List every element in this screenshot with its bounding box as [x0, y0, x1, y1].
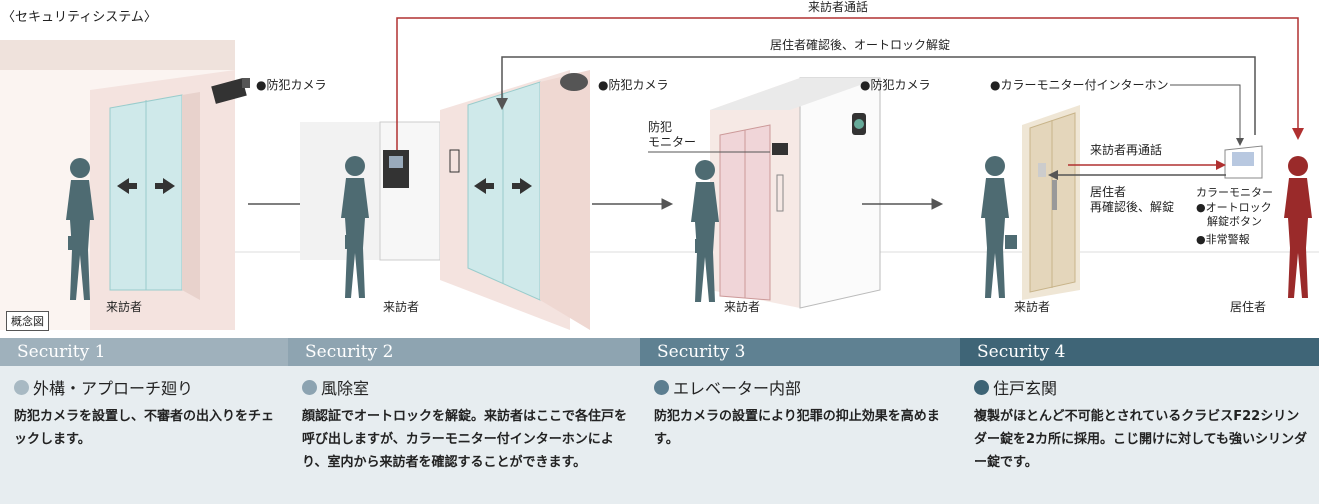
section-3: Security 3 エレベーター内部 防犯カメラの設置により犯罪の抑止効果を高… [640, 338, 960, 504]
resident-unlock-line [496, 56, 1256, 135]
visitor-call-label: 来訪者通話 [808, 0, 869, 14]
page-title: 〈セキュリティシステム〉 [2, 10, 157, 25]
section-3-heading: エレベーター内部 [654, 375, 960, 399]
section-2-text: 顔認証でオートロックを解錠。来訪者はここで各住戸を呼び出しますが、カラーモニター… [302, 409, 628, 470]
section-3-text: 防犯カメラの設置により犯罪の抑止効果を高めます。 [654, 409, 940, 447]
visitor1-label: 来訪者 [106, 300, 143, 314]
intercom-label: ●カラーモニター付インターホン [990, 78, 1169, 92]
security-monitor-label: 防犯 モニター [648, 120, 697, 149]
camera3-label: ●防犯カメラ [860, 78, 931, 92]
scene4-unit-door [1022, 105, 1080, 300]
flow-arrow-3 [862, 198, 944, 210]
color-monitor-icon [1224, 145, 1263, 179]
resident-reconfirm-label: 居住者 再確認後、解錠 [1090, 185, 1175, 214]
concept-label: 概念図 [6, 311, 49, 331]
visitor-recall-label: 来訪者再通話 [1090, 143, 1163, 157]
section-3-heading-text: エレベーター内部 [673, 379, 802, 398]
color-monitor-label: カラーモニター [1196, 186, 1273, 199]
section-2-heading: 風除室 [302, 375, 640, 399]
section-2: Security 2 風除室 顔認証でオートロックを解錠。来訪者はここで各住戸を… [288, 338, 640, 504]
flow-arrow-2 [592, 198, 674, 210]
bullet-circle-icon [14, 379, 29, 395]
section-2-label: Security 2 [288, 338, 640, 366]
section-4-heading: 住戸玄関 [974, 375, 1319, 399]
visitor4-label: 来訪者 [1014, 300, 1051, 314]
section-3-label: Security 3 [640, 338, 960, 366]
visitor-call-line [396, 17, 1304, 150]
section-4: Security 4 住戸玄関 複製がほとんど不可能とされているクラビスF22シ… [960, 338, 1319, 504]
section-4-text: 複製がほとんど不可能とされているクラビスF22シリンダー錠を2カ所に採用。こじ開… [974, 409, 1308, 470]
bullet-circle-icon [974, 379, 989, 395]
unlock-button-label: ●オートロック 解錠ボタン [1196, 201, 1272, 228]
section-1-heading-text: 外構・アプローチ廻り [33, 379, 194, 398]
resident-figure [1284, 156, 1312, 298]
section-1-heading: 外構・アプローチ廻り [14, 375, 288, 399]
resident-label: 居住者 [1230, 300, 1267, 314]
scene3-elevator [710, 77, 881, 309]
illustration-svg [0, 17, 1319, 330]
camera2-label: ●防犯カメラ [598, 78, 669, 92]
section-2-heading-text: 風除室 [321, 379, 370, 398]
visitor-recall-line [1068, 160, 1226, 170]
camera1-label: ●防犯カメラ [256, 78, 327, 92]
bullet-circle-icon [654, 379, 669, 395]
alarm-label: ●非常警報 [1196, 233, 1250, 246]
scene1-building [0, 40, 235, 330]
security-illustration: 〈セキュリティシステム〉 概念図 来訪者通話 居住者確認後、オートロック解錠 来… [0, 0, 1319, 331]
dome-camera-icon [560, 73, 588, 91]
intercom-pointer [1170, 84, 1244, 146]
camera1-icon [211, 78, 250, 104]
visitor3-label: 来訪者 [724, 300, 761, 314]
section-4-heading-text: 住戸玄関 [993, 379, 1058, 398]
bullet-circle-icon [302, 379, 317, 395]
resident-unlock-label: 居住者確認後、オートロック解錠 [770, 38, 951, 52]
visitor2-label: 来訪者 [383, 300, 420, 314]
visitor4-figure [981, 156, 1009, 298]
security-sections: Security 1 外構・アプローチ廻り 防犯カメラを設置し、不審者の出入りを… [0, 338, 1319, 504]
reconfirm-line [1048, 170, 1226, 180]
section-1-text: 防犯カメラを設置し、不審者の出入りをチェックします。 [14, 409, 275, 447]
section-1: Security 1 外構・アプローチ廻り 防犯カメラを設置し、不審者の出入りを… [0, 338, 288, 504]
scene2-vestibule [300, 70, 590, 330]
section-1-label: Security 1 [0, 338, 288, 366]
door-arrows-icon [117, 178, 175, 194]
section-4-label: Security 4 [960, 338, 1319, 366]
